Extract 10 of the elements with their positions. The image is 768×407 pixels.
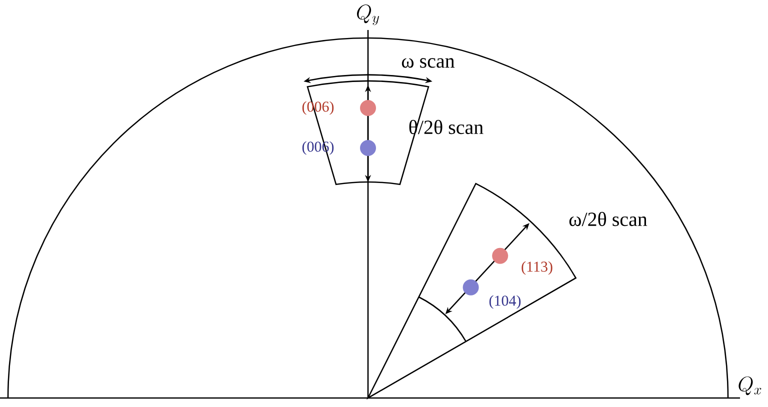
data-point xyxy=(462,279,479,296)
axis-label: $Q_y$ xyxy=(357,4,379,26)
data-point xyxy=(492,248,508,264)
data-point xyxy=(360,140,376,156)
scan-label: ω/2θ scan xyxy=(569,212,648,226)
data-point xyxy=(360,100,376,116)
peak-label: (104) xyxy=(489,295,521,309)
scan-label: ω scan xyxy=(402,58,455,68)
axis-label: $Q_x$ xyxy=(738,376,762,396)
peak-label: (113) xyxy=(522,261,552,275)
